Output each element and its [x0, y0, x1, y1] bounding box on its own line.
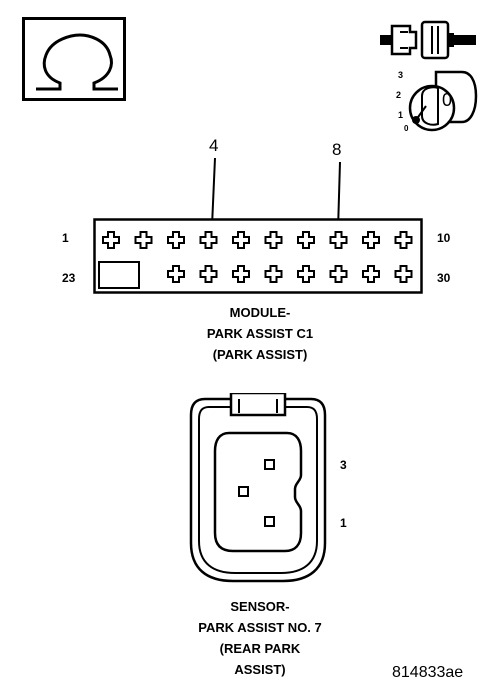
row-label-30: 30 — [437, 271, 451, 285]
ignition-pos-0: 0 — [404, 124, 409, 133]
sensor-title-line-1: SENSOR- — [230, 599, 290, 614]
ignition-key-icon — [408, 70, 478, 132]
ohm-symbol-box — [22, 17, 126, 101]
callout-4: 4 — [209, 136, 219, 155]
module-pin-top-9 — [362, 231, 380, 249]
figure-id: 814833ae — [392, 664, 464, 681]
module-pin-bottom-7 — [362, 265, 380, 283]
module-title-line-1: MODULE- — [229, 305, 291, 320]
connector-symbol — [380, 18, 476, 62]
module-pin-bottom-5 — [297, 265, 315, 283]
sensor-pin-label-3: 3 — [340, 458, 347, 472]
ignition-pos-3: 3 — [398, 70, 404, 80]
sensor-title-line-2: PARK ASSIST NO. 7 — [198, 620, 322, 635]
sensor-title-line-3: (REAR PARK — [219, 641, 301, 656]
module-title: MODULE- PARK ASSIST C1 (PARK ASSIST) — [140, 302, 380, 365]
module-pin-top-7 — [297, 231, 315, 249]
module-pin-top-3 — [167, 231, 185, 249]
module-connector-face — [93, 218, 423, 294]
row-label-10: 10 — [437, 231, 451, 245]
sensor-pin-3 — [264, 459, 275, 470]
sensor-pin-2 — [238, 486, 249, 497]
ignition-key-symbol: 3 2 1 0 0 — [392, 66, 480, 138]
module-title-line-3: (PARK ASSIST) — [212, 347, 308, 362]
module-pin-top-8 — [329, 231, 348, 249]
module-pin-top-1 — [102, 231, 120, 249]
module-pin-bottom-2 — [199, 265, 218, 283]
module-connector-svg — [93, 218, 423, 294]
module-pin-bottom-3 — [232, 265, 250, 283]
sensor-title-line-4: ASSIST) — [234, 662, 286, 677]
row-label-1: 1 — [62, 231, 69, 245]
module-pin-top-6 — [264, 231, 283, 249]
sensor-connector — [183, 391, 333, 588]
sensor-pin-label-1: 1 — [340, 516, 347, 530]
module-pin-bottom-4 — [264, 265, 283, 283]
sensor-title: SENSOR- PARK ASSIST NO. 7 (REAR PARK ASS… — [130, 596, 390, 680]
sensor-pin-1 — [264, 516, 275, 527]
ignition-pos-2: 2 — [396, 90, 402, 100]
module-title-line-2: PARK ASSIST C1 — [206, 326, 314, 341]
ignition-pos-1: 1 — [398, 110, 404, 120]
ohm-icon — [22, 17, 126, 101]
module-pin-top-10 — [394, 231, 413, 249]
row-label-23: 23 — [62, 271, 76, 285]
arrow-4 — [211, 157, 216, 227]
module-pin-bottom-8 — [394, 265, 413, 283]
module-pin-top-2 — [134, 231, 153, 249]
callout-8: 8 — [332, 140, 342, 159]
module-pin-bottom-1 — [167, 265, 185, 283]
module-pin-top-4 — [199, 231, 218, 249]
module-pin-bottom-6 — [329, 265, 348, 283]
module-pin-top-5 — [232, 231, 250, 249]
key-position-value: 0 — [442, 90, 453, 110]
connector-icon — [380, 20, 476, 60]
sensor-connector-svg — [189, 391, 327, 583]
